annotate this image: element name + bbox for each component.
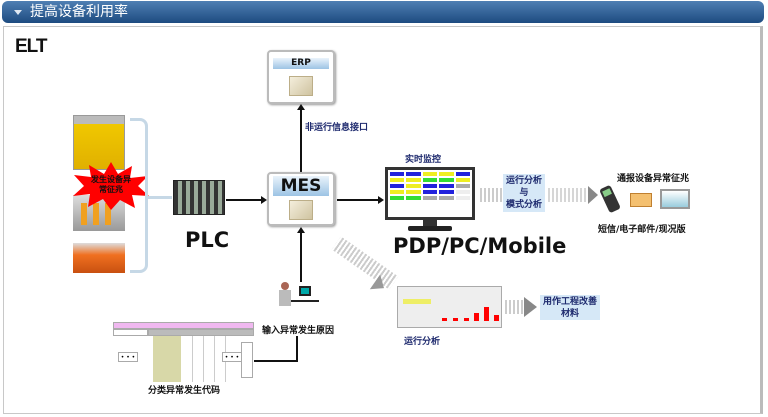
- alarm-label: 发生设备异常征兆: [91, 175, 131, 194]
- improve-line: 材料: [560, 309, 579, 319]
- operator-at-computer-icon: [277, 282, 321, 318]
- run-analysis-label: 运行分析: [404, 337, 441, 347]
- analysis-line: 运行分析: [505, 176, 542, 186]
- erp-interface-label: 非运行信息接口: [305, 123, 369, 133]
- press-machine-image: [73, 115, 125, 170]
- alarm-starburst: [73, 162, 149, 210]
- section-title: 提高设备利用率: [30, 4, 128, 20]
- realtime-label: 实时监控: [405, 155, 442, 165]
- erp-label: ERP: [273, 58, 329, 69]
- analysis-screen-image: [397, 286, 502, 328]
- status-board-icon: [660, 189, 690, 209]
- server-icon: [289, 76, 313, 96]
- analysis-box: 运行分析 与 模式分析: [503, 174, 545, 212]
- server-icon: [289, 200, 313, 220]
- bracket: [130, 118, 148, 273]
- improve-line: 用作工程改善: [542, 297, 597, 307]
- collapse-triangle-icon[interactable]: [14, 10, 22, 15]
- mes-label: MES: [273, 176, 329, 196]
- plc-label: PLC: [185, 228, 230, 252]
- code-table: [113, 322, 254, 382]
- arrow-plc-to-mes: [226, 199, 262, 201]
- analysis-line: 与: [519, 188, 529, 198]
- channels-label: 短信/电子邮件/现况版: [598, 225, 686, 235]
- platform-label: PDP/PC/Mobile: [393, 234, 567, 258]
- furnace-image: [73, 243, 125, 273]
- mes-box: MES: [267, 172, 335, 226]
- monitor-image: [385, 167, 475, 220]
- input-reason-label: 输入异常发生原因: [262, 326, 335, 336]
- arrow-mes-to-monitor: [337, 199, 379, 201]
- ellipsis-box: • • •: [222, 352, 242, 362]
- section-header[interactable]: 提高设备利用率: [2, 1, 764, 23]
- erp-box: ERP: [267, 50, 335, 104]
- arrow-input-to-mes: [300, 232, 302, 282]
- arrow-mes-to-erp: [300, 108, 302, 172]
- plc-image: [173, 180, 225, 215]
- improve-box: 用作工程改善 材料: [540, 295, 600, 320]
- classify-code-label: 分类异常发生代码: [148, 386, 221, 396]
- content-panel: [3, 26, 763, 414]
- email-icon: [630, 193, 652, 207]
- notify-label: 通报设备异常征兆: [617, 174, 690, 184]
- analysis-line: 模式分析: [505, 200, 542, 210]
- logo: ELT: [15, 36, 48, 57]
- ellipsis-box: • • •: [118, 352, 138, 362]
